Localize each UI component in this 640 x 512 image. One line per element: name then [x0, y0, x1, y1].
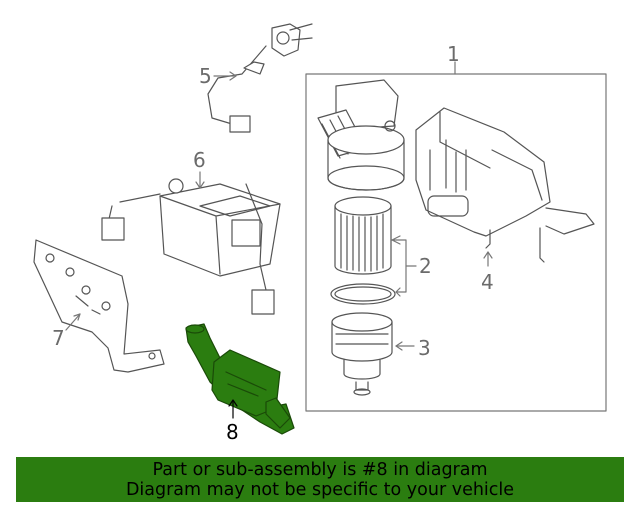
part-5-sensor: [207, 23, 313, 133]
banner-line-2: Diagram may not be specific to your vehi…: [125, 480, 515, 500]
callout-5: 5: [199, 64, 212, 88]
part-2-filter-element: [330, 196, 417, 305]
filter-housing: [317, 79, 405, 191]
callout-6: 6: [193, 148, 206, 172]
banner-line-1: Part or sub-assembly is #8 in diagram: [152, 460, 488, 480]
callout-2: 2: [419, 254, 432, 278]
callout-7: 7: [52, 326, 65, 350]
callout-4: 4: [481, 270, 494, 294]
callout-3: 3: [418, 336, 431, 360]
part-3-cap: [331, 312, 415, 396]
parts-diagram: [33, 23, 607, 435]
part-6-module: [101, 171, 281, 315]
info-banner: Part or sub-assembly is #8 in diagram Di…: [16, 457, 624, 502]
part-8-highlighted: [185, 323, 295, 435]
part-4-tray: [415, 107, 595, 267]
callout-1: 1: [447, 42, 460, 66]
callout-8: 8: [226, 420, 239, 444]
assembly-box: [305, 73, 607, 412]
part-7-bracket: [33, 239, 165, 373]
